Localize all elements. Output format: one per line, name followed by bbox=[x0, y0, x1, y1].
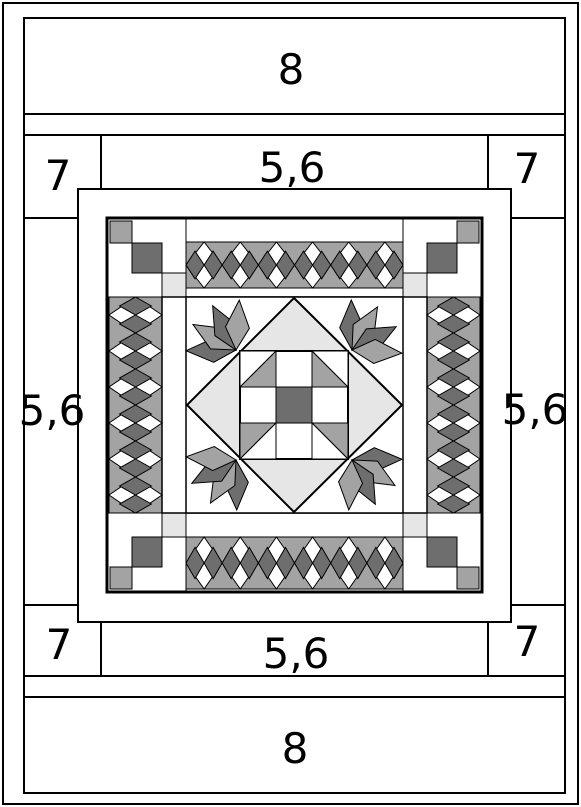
label-side-right: 5,6 bbox=[502, 385, 569, 434]
label-corner-bottom-left: 7 bbox=[46, 620, 73, 669]
label-side-top: 5,6 bbox=[259, 143, 326, 192]
label-corner-top-right: 7 bbox=[514, 144, 541, 193]
corner-block-bottom-left bbox=[108, 513, 186, 591]
corner-block-bottom-right bbox=[403, 513, 481, 591]
label-corner-top-left: 7 bbox=[45, 151, 72, 200]
center-shoofly-block bbox=[240, 351, 348, 459]
label-corner-bottom-right: 7 bbox=[514, 617, 541, 666]
diamond-strip-left bbox=[109, 297, 162, 513]
corner-block-top-left bbox=[108, 219, 186, 297]
diamond-strip-bottom bbox=[186, 537, 403, 589]
label-side-bottom: 5,6 bbox=[263, 629, 330, 678]
label-side-left: 5,6 bbox=[19, 386, 86, 435]
label-border-top: 8 bbox=[278, 45, 305, 94]
label-border-bottom: 8 bbox=[282, 724, 309, 773]
corner-block-top-right bbox=[403, 219, 481, 297]
diamond-strip-right bbox=[427, 297, 480, 513]
diamond-strip-top bbox=[186, 242, 403, 288]
